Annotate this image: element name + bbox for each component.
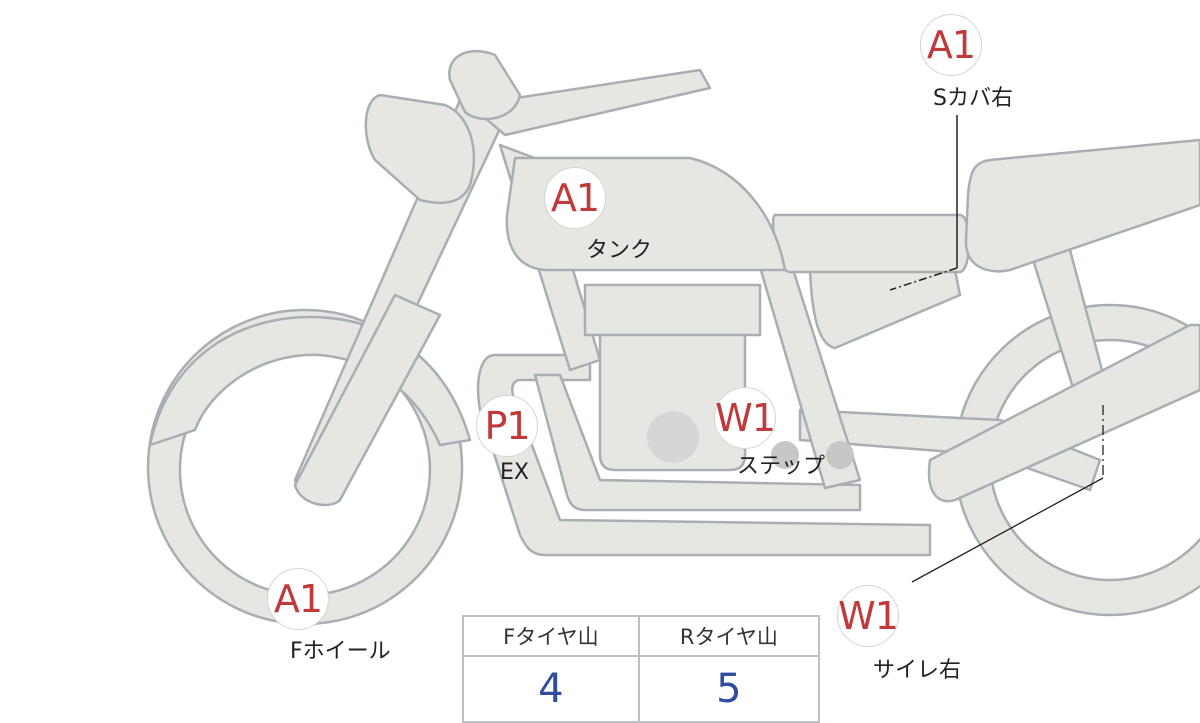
leader-line-seat-cover: [889, 115, 958, 291]
exhaust-pipe-upper: [533, 373, 862, 512]
header-front-tire: Fタイヤ山: [462, 615, 640, 657]
value-rear-tire: 5: [637, 655, 821, 723]
engine-cover: [647, 411, 699, 463]
leader-line-muffler: [911, 405, 1104, 583]
code-badge-step: W1: [714, 387, 776, 449]
seat: [964, 138, 1200, 273]
label-seat-cover: Sカバ右: [933, 86, 1013, 111]
step-peg: [771, 441, 799, 469]
code-badge-exhaust: P1: [476, 395, 538, 457]
exhaust-pipe-lower: [476, 353, 932, 557]
muffler: [927, 323, 1200, 503]
engine-block: [598, 333, 747, 472]
label-muffler: サイレ右: [873, 658, 962, 683]
handlebar: [468, 68, 712, 137]
step-peg-rear: [826, 441, 854, 469]
code-badge-front-wheel: A1: [267, 568, 329, 630]
code-badge-muffler: W1: [837, 585, 899, 647]
code-badge-seat-cover: A1: [920, 14, 982, 76]
mirror: [448, 49, 522, 121]
side-cover: [808, 268, 962, 350]
headlight: [364, 93, 475, 205]
label-exhaust: EX: [500, 460, 529, 485]
value-front-tire: 4: [462, 655, 640, 723]
label-front-wheel: Fホイール: [290, 639, 391, 664]
label-step: ステップ: [737, 454, 826, 479]
header-rear-tire: Rタイヤ山: [637, 615, 821, 657]
code-badge-tank: A1: [544, 167, 606, 229]
engine-head: [583, 283, 762, 337]
seat-base: [771, 213, 971, 274]
label-tank: タンク: [586, 238, 653, 263]
tire-tread-table: Fタイヤ山 Rタイヤ山 4 5: [462, 615, 821, 723]
fork-lower: [293, 293, 442, 507]
rear-wheel: [953, 303, 1200, 617]
